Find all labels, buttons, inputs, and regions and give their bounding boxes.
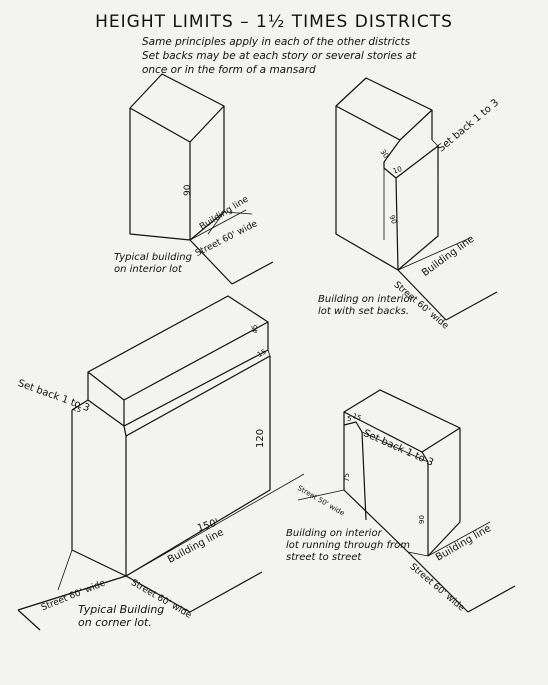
bottom-left-caption-line-1: Typical Building — [78, 603, 165, 616]
page-title: HEIGHT LIMITS – 1½ TIMES DISTRICTS — [95, 12, 453, 32]
bottom-right-caption-line-2: lot running through from — [286, 540, 410, 551]
bottom-right-caption-line-3: street to street — [286, 552, 362, 563]
bottom-left-upper-dim-label: 45 — [250, 323, 260, 334]
subtitle-line-3: once or in the form of a mansard — [142, 64, 316, 76]
figure-top-left-building — [129, 73, 274, 285]
bottom-right-caption-line-1: Building on interior — [286, 528, 382, 539]
top-left-caption-line-2: on interior lot — [114, 264, 182, 275]
subtitle-line-2: Set backs may be at each story or severa… — [142, 50, 417, 62]
figure-bottom-left-building — [17, 295, 305, 631]
top-left-caption-line-1: Typical building — [114, 252, 192, 263]
bottom-left-height-label: 120 — [255, 428, 266, 448]
bottom-right-height-label: 90 — [418, 515, 426, 524]
top-right-caption-line-1: Building on interior — [318, 294, 414, 305]
bottom-left-caption-line-2: on corner lot. — [78, 616, 152, 629]
figure-bottom-right-building — [297, 389, 516, 613]
bottom-right-upper-dim-label: 5 — [347, 415, 352, 423]
bottom-right-back-height-label: 75 — [343, 473, 351, 482]
top-left-height-label: 90 — [183, 184, 193, 196]
subtitle-line-1: Same principles apply in each of the oth… — [142, 36, 411, 48]
figure-top-right-building — [335, 77, 498, 321]
top-right-caption-line-2: lot with set backs. — [318, 306, 410, 317]
